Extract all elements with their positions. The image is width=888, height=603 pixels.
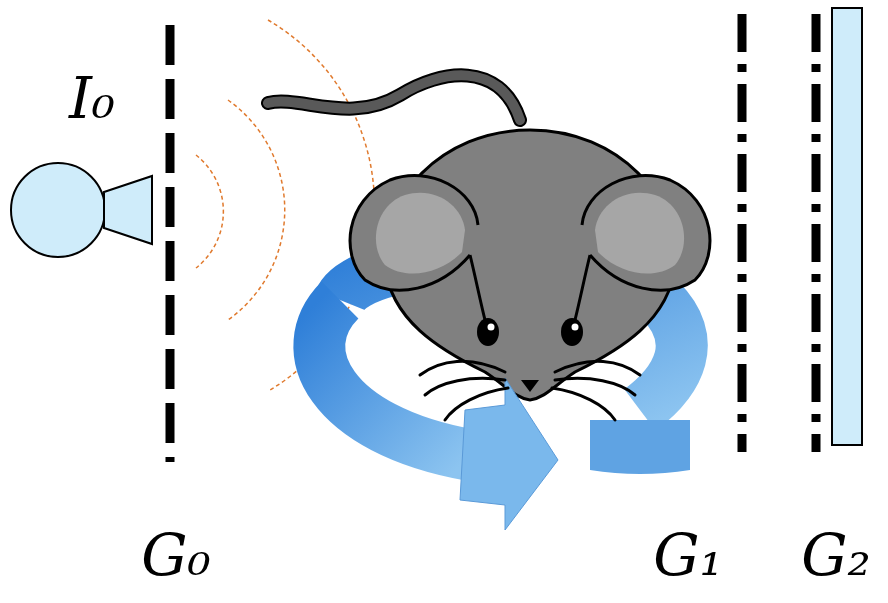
- sound-waves: [196, 20, 374, 390]
- detector-panel: [832, 8, 862, 445]
- rotation-arrowhead: [460, 378, 558, 530]
- grating-g1: [738, 14, 747, 452]
- grating-g0: [166, 25, 175, 462]
- speaker-source: [11, 163, 152, 257]
- grating-label: G₀: [141, 526, 211, 584]
- grating-g2: [812, 14, 821, 452]
- grating-label: G₂: [801, 526, 871, 584]
- grating-label: G₁: [653, 526, 723, 584]
- rotation-arrow-front: [319, 300, 470, 455]
- intensity-label: I₀: [69, 69, 115, 127]
- mouse-face: [420, 318, 640, 420]
- rotation-arrow-tail: [590, 420, 690, 474]
